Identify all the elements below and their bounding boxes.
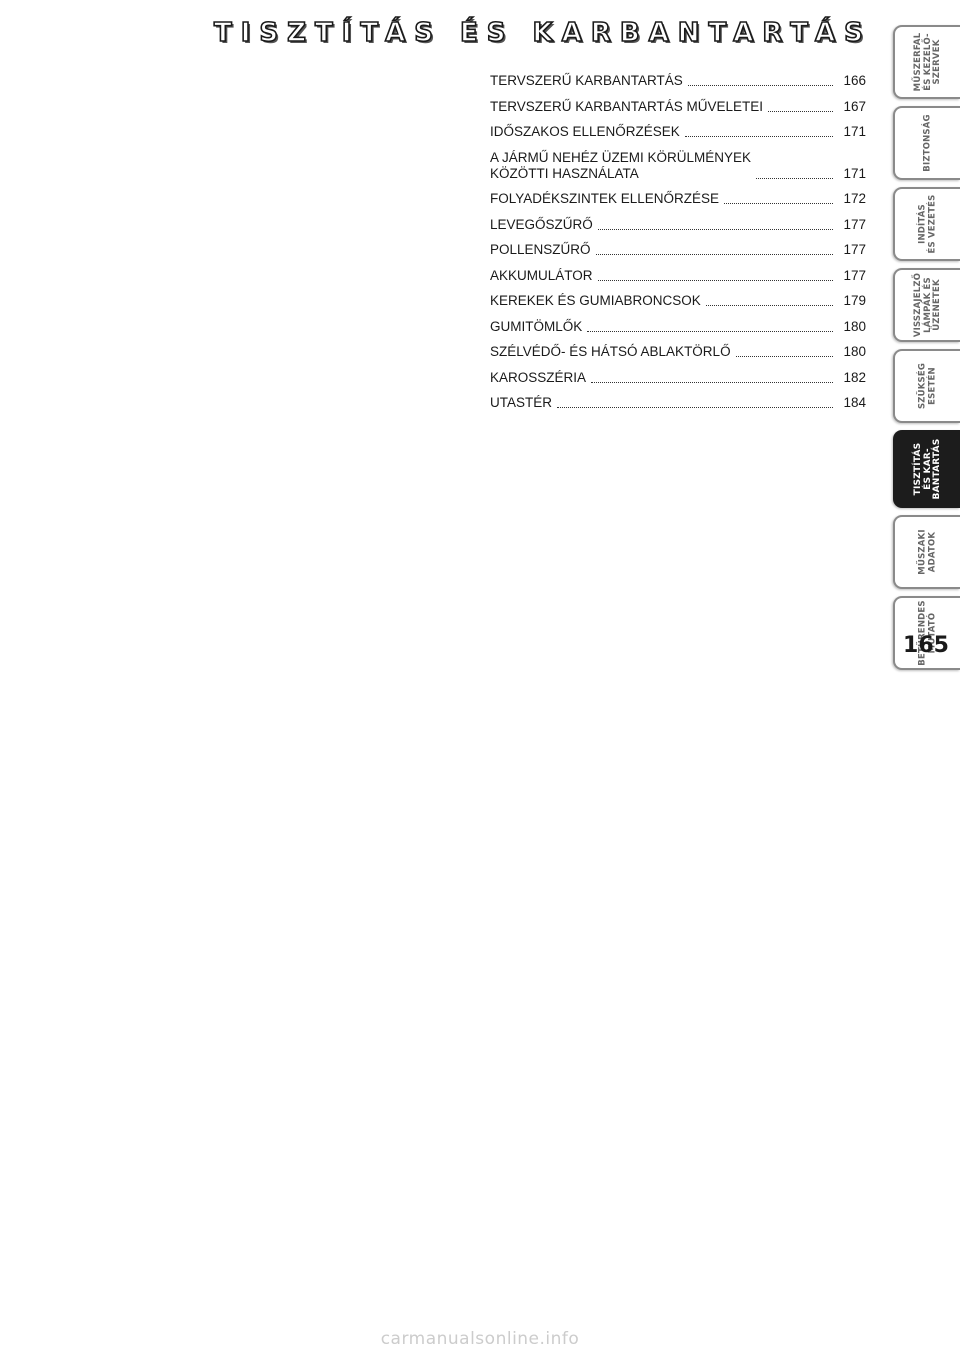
toc-entry-label: POLLENSZŰRŐ xyxy=(490,242,591,258)
toc-entry[interactable]: SZÉLVÉDŐ- ÉS HÁTSÓ ABLAKTÖRLŐ 180 xyxy=(490,344,866,360)
toc-entry[interactable]: GUMITÖMLŐK 180 xyxy=(490,319,866,335)
chapter-tab[interactable]: MŰSZERFAL ÉS KEZELŐ- SZERVEK xyxy=(893,25,960,99)
page-title: TISZTÍTÁS ÉS KARBANTARTÁS xyxy=(213,17,872,49)
toc-dot-leader xyxy=(591,381,833,383)
toc-entry-label: KAROSSZÉRIA xyxy=(490,370,586,386)
toc-entry[interactable]: TERVSZERŰ KARBANTARTÁS 166 xyxy=(490,73,866,89)
watermark: carmanualsonline.info xyxy=(380,1329,580,1349)
toc-entry[interactable]: LEVEGŐSZŰRŐ 177 xyxy=(490,217,866,233)
toc-dot-leader xyxy=(597,228,833,230)
toc-entry[interactable]: FOLYADÉKSZINTEK ELLENŐRZÉSE 172 xyxy=(490,191,866,207)
toc-entry-label: TERVSZERŰ KARBANTARTÁS MŰVELETEI xyxy=(490,99,763,115)
chapter-tab-label: MŰSZERFAL ÉS KEZELŐ- SZERVEK xyxy=(912,32,942,92)
toc-entry[interactable]: KEREKEK ÉS GUMIABRONCSOK 179 xyxy=(490,293,866,309)
chapter-tab[interactable]: INDÍTÁS ÉS VEZETÉS xyxy=(893,187,960,261)
chapter-tab-label: SZÜKSÉG ESETÉN xyxy=(917,362,937,410)
toc-entry-label-line: A JÁRMŰ NEHÉZ ÜZEMI KÖRÜLMÉNYEK xyxy=(490,149,752,165)
toc-dot-leader xyxy=(595,254,833,255)
toc-dot-leader xyxy=(756,177,833,179)
toc-entry-label: GUMITÖMLŐK xyxy=(490,319,582,335)
toc-entry-label: IDŐSZAKOS ELLENŐRZÉSEK xyxy=(490,124,680,140)
toc-entry-label-line: SZÉLVÉDŐ- ÉS HÁTSÓ ABLAKTÖRLŐ xyxy=(490,344,731,359)
chapter-tab-label: BIZTONSÁG xyxy=(921,114,932,172)
toc-entry-label-line: GUMITÖMLŐK xyxy=(490,318,583,334)
toc-entry[interactable]: UTASTÉR 184 xyxy=(490,395,866,411)
toc-entry-page: 167 xyxy=(843,98,866,114)
toc-entry-page: 184 xyxy=(843,395,866,410)
toc-dot-leader xyxy=(724,203,833,204)
chapter-tab[interactable]: MŰSZAKI ADATOK xyxy=(893,515,960,589)
toc-dot-leader xyxy=(687,85,833,86)
chapter-tabs: MŰSZERFAL ÉS KEZELŐ- SZERVEK BIZTONSÁG IND… xyxy=(893,25,960,677)
toc-entry-label: SZÉLVÉDŐ- ÉS HÁTSÓ ABLAKTÖRLŐ xyxy=(490,344,731,360)
toc-entry[interactable]: KAROSSZÉRIA 182 xyxy=(490,370,866,386)
toc-entry-page: 180 xyxy=(843,318,866,334)
toc-dot-leader xyxy=(587,330,833,332)
toc-entry-page: 166 xyxy=(843,73,866,88)
chapter-tab[interactable]: BIZTONSÁG xyxy=(893,106,960,180)
toc-entry-page: 182 xyxy=(843,369,866,385)
toc-dot-leader xyxy=(735,356,833,357)
toc-dot-leader xyxy=(597,279,833,281)
chapter-tab[interactable]: BETŰRENDES MUTATÓ xyxy=(893,596,960,670)
toc-entry-label: UTASTÉR xyxy=(490,395,552,411)
toc-entry-label-line: AKKUMULÁTOR xyxy=(490,267,593,283)
toc-entry-page: 177 xyxy=(843,267,866,283)
toc-entry[interactable]: AKKUMULÁTOR 177 xyxy=(490,268,866,284)
chapter-tab-label: VISSZAJELZŐ LÁMPÁK ÉS ÜZENETEK xyxy=(912,272,942,338)
toc-dot-leader xyxy=(705,305,833,306)
toc-entry[interactable]: POLLENSZŰRŐ 177 xyxy=(490,242,866,258)
toc-dot-leader xyxy=(768,110,833,112)
toc-entry-page: 171 xyxy=(843,124,866,139)
toc-entry[interactable]: IDŐSZAKOS ELLENŐRZÉSEK 171 xyxy=(490,124,866,140)
toc-entry-page: 180 xyxy=(843,344,866,359)
chapter-tab[interactable]: SZÜKSÉG ESETÉN xyxy=(893,349,960,423)
toc-entry-label: LEVEGŐSZŰRŐ xyxy=(490,217,593,233)
toc-entry-label-line: TERVSZERŰ KARBANTARTÁS xyxy=(490,73,683,88)
toc-entry-label-line: KAROSSZÉRIA xyxy=(490,369,587,385)
toc-entry-label: FOLYADÉKSZINTEK ELLENŐRZÉSE xyxy=(490,191,719,207)
toc-entry-label: AKKUMULÁTOR xyxy=(490,268,593,284)
toc-entry-page: 172 xyxy=(843,191,866,206)
toc-entry-label-line: KEREKEK ÉS GUMIABRONCSOK xyxy=(490,293,701,308)
toc-entry-label-line: FOLYADÉKSZINTEK ELLENŐRZÉSE xyxy=(490,191,720,206)
toc-entry-label-line: TERVSZERŰ KARBANTARTÁS MŰVELETEI xyxy=(490,98,764,114)
toc-entry-page: 177 xyxy=(843,242,866,257)
chapter-tab[interactable]: VISSZAJELZŐ LÁMPÁK ÉS ÜZENETEK xyxy=(893,268,960,342)
toc-entry-label-line: POLLENSZŰRŐ xyxy=(490,242,591,257)
toc-entry-label-line: UTASTÉR xyxy=(490,395,553,410)
toc-entry-label: KEREKEK ÉS GUMIABRONCSOK xyxy=(490,293,701,309)
page-number: 165 xyxy=(903,633,949,658)
toc-dot-leader xyxy=(684,136,833,137)
toc-entry-page: 179 xyxy=(843,293,866,308)
chapter-tab-label: MŰSZAKI ADATOK xyxy=(917,529,937,575)
toc-entry-label-line: KÖZÖTTI HASZNÁLATA xyxy=(490,165,639,181)
chapter-tab-label: TISZTÍTÁS ÉS KAR- BANTARTÁS xyxy=(912,438,942,500)
toc-entry-label-line: IDŐSZAKOS ELLENŐRZÉSEK xyxy=(490,124,680,139)
toc-entry[interactable]: TERVSZERŰ KARBANTARTÁS MŰVELETEI 167 xyxy=(490,99,866,115)
toc-entry-label: TERVSZERŰ KARBANTARTÁS xyxy=(490,73,683,89)
toc-entry-label-line: LEVEGŐSZŰRŐ xyxy=(490,216,593,232)
chapter-tab-label: INDÍTÁS ÉS VEZETÉS xyxy=(917,194,937,254)
toc-entry-page: 171 xyxy=(843,165,866,181)
toc-entry-page: 177 xyxy=(843,216,866,232)
toc-dot-leader xyxy=(557,407,833,408)
chapter-tab[interactable]: TISZTÍTÁS ÉS KAR- BANTARTÁS xyxy=(893,430,960,508)
